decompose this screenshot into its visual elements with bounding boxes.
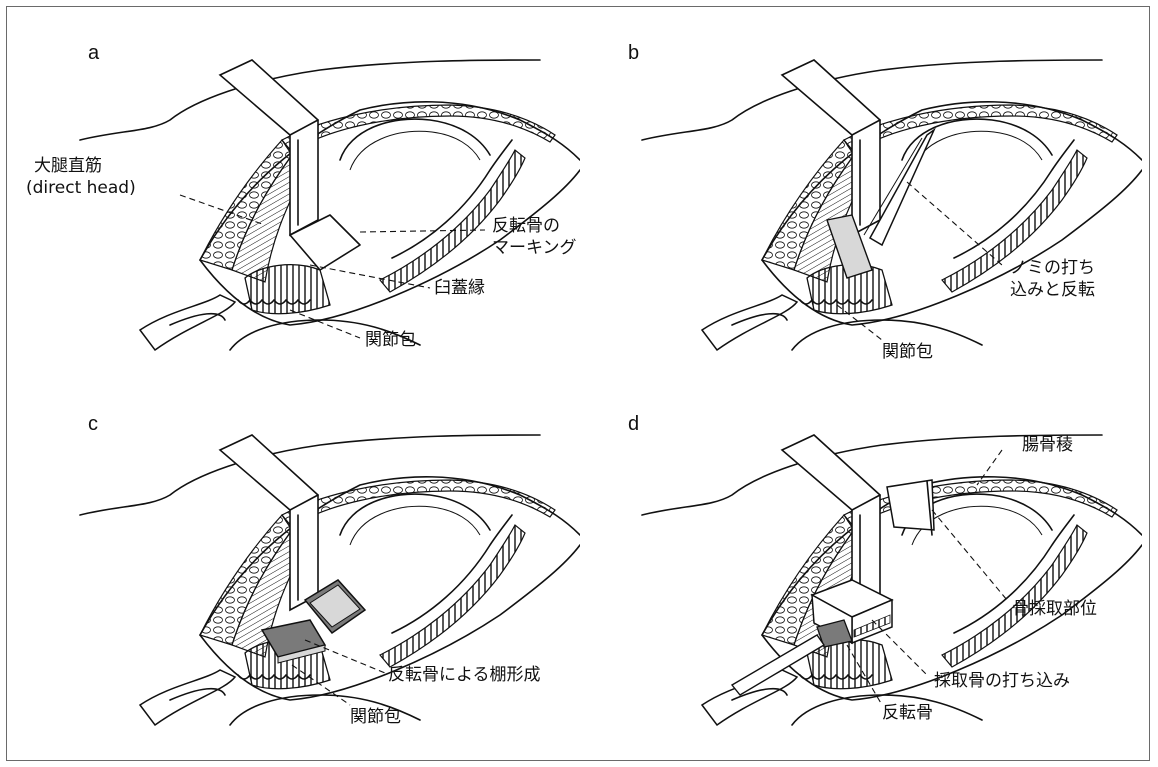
label-marking-line1: 反転骨の bbox=[492, 216, 560, 236]
panel-c: c 反転骨による棚形成 関節包 bbox=[20, 395, 580, 765]
label-rectus-femoris: 大腿直筋 bbox=[34, 156, 102, 176]
label-marking-line2: マーキング bbox=[492, 238, 577, 258]
panel-letter-c: c bbox=[88, 413, 98, 435]
label-graft-impaction: 採取骨の打ち込み bbox=[934, 671, 1070, 691]
label-chisel-line1: ノミの打ち bbox=[1010, 258, 1095, 278]
label-acetabular-rim: 臼蓋縁 bbox=[434, 278, 485, 298]
panel-b: b ノミの打ち 込みと反転 関節包 bbox=[582, 20, 1142, 390]
panel-letter-a: a bbox=[88, 42, 99, 64]
surgical-illustration-a bbox=[20, 20, 580, 390]
label-direct-head: (direct head) bbox=[26, 178, 136, 198]
panel-letter-d: d bbox=[628, 413, 639, 435]
panel-d: d 腸骨稜 骨採取部位 採取骨の打ち込み 反転骨 bbox=[582, 395, 1142, 765]
panel-letter-b: b bbox=[628, 42, 639, 64]
surgical-illustration-c bbox=[20, 395, 580, 765]
label-harvest-site: 骨採取部位 bbox=[1012, 599, 1097, 619]
label-joint-capsule-b: 関節包 bbox=[882, 342, 933, 362]
label-iliac-crest: 腸骨稜 bbox=[1022, 435, 1073, 455]
panel-a: a 大腿直筋 (direct head) 反転骨の マーキング 臼蓋縁 関節包 bbox=[20, 20, 580, 390]
label-joint-capsule-a: 関節包 bbox=[365, 330, 416, 350]
surgical-illustration-b bbox=[582, 20, 1142, 390]
label-reflected-bone: 反転骨 bbox=[882, 703, 933, 723]
label-joint-capsule-c: 関節包 bbox=[350, 707, 401, 727]
label-chisel-line2: 込みと反転 bbox=[1010, 280, 1095, 300]
label-shelf-formation: 反転骨による棚形成 bbox=[388, 665, 541, 685]
